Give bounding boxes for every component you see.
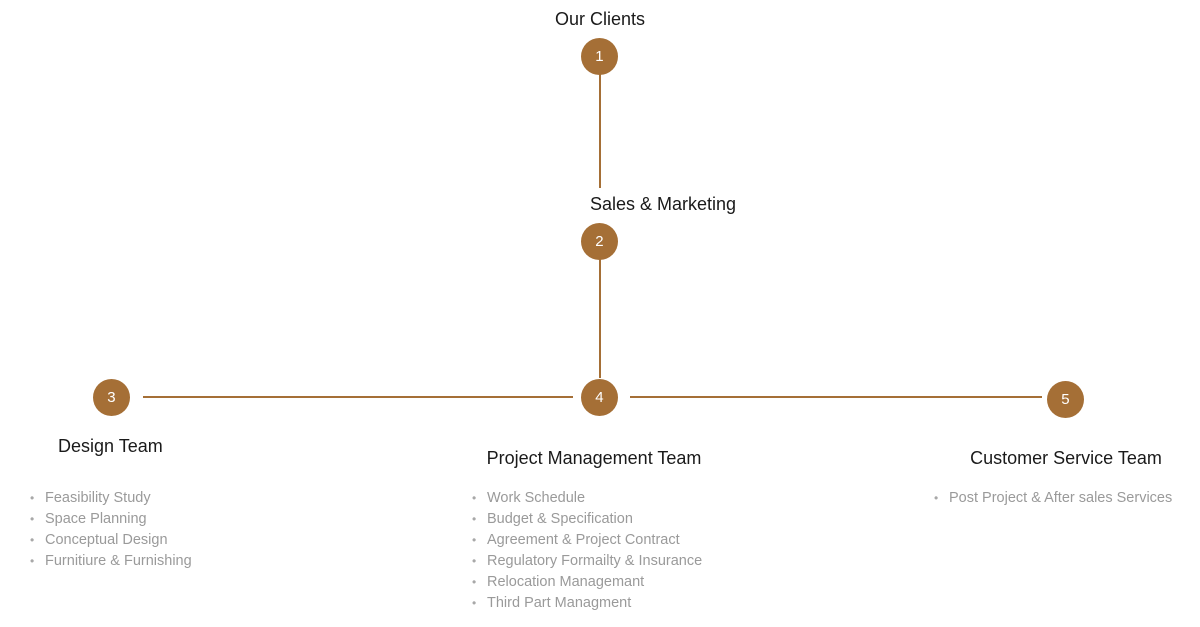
- list-item: Post Project & After sales Services: [932, 488, 1172, 509]
- list-item: Budget & Specification: [470, 509, 702, 530]
- list-item: Work Schedule: [470, 488, 702, 509]
- list-item: Conceptual Design: [28, 530, 192, 551]
- flow-node-2[interactable]: 2: [581, 223, 618, 260]
- column-heading-project-management-team: Project Management Team: [486, 448, 702, 468]
- flow-node-3[interactable]: 3: [93, 379, 130, 416]
- flow-node-5-number: 5: [1061, 391, 1070, 408]
- column-heading-customer-service-team: Customer Service Team: [970, 448, 1162, 468]
- node-label-sales-marketing: Sales & Marketing: [590, 194, 737, 214]
- connector-node3-node4: [143, 396, 573, 398]
- flow-node-2-number: 2: [595, 233, 604, 250]
- node-label-our-clients: Our Clients: [554, 9, 646, 29]
- flow-node-1[interactable]: 1: [581, 38, 618, 75]
- column-list-customer-service-team: Post Project & After sales Services: [932, 488, 1172, 509]
- flow-node-4[interactable]: 4: [581, 379, 618, 416]
- list-item: Third Part Managment: [470, 593, 702, 614]
- flow-node-3-number: 3: [107, 389, 116, 406]
- list-item: Space Planning: [28, 509, 192, 530]
- list-item: Regulatory Formailty & Insurance: [470, 551, 702, 572]
- list-item: Relocation Managemant: [470, 572, 702, 593]
- flow-node-4-number: 4: [595, 389, 604, 406]
- flow-node-5[interactable]: 5: [1047, 381, 1084, 418]
- connector-node2-node4: [599, 259, 601, 378]
- column-list-design-team: Feasibility Study Space Planning Concept…: [28, 488, 192, 572]
- list-item: Agreement & Project Contract: [470, 530, 702, 551]
- flow-node-1-number: 1: [595, 48, 604, 65]
- connector-node1-node2: [599, 74, 601, 188]
- column-heading-design-team: Design Team: [58, 436, 163, 456]
- list-item: Feasibility Study: [28, 488, 192, 509]
- column-list-project-management-team: Work Schedule Budget & Specification Agr…: [470, 488, 702, 614]
- connector-node4-node5: [630, 396, 1042, 398]
- list-item: Furnitiure & Furnishing: [28, 551, 192, 572]
